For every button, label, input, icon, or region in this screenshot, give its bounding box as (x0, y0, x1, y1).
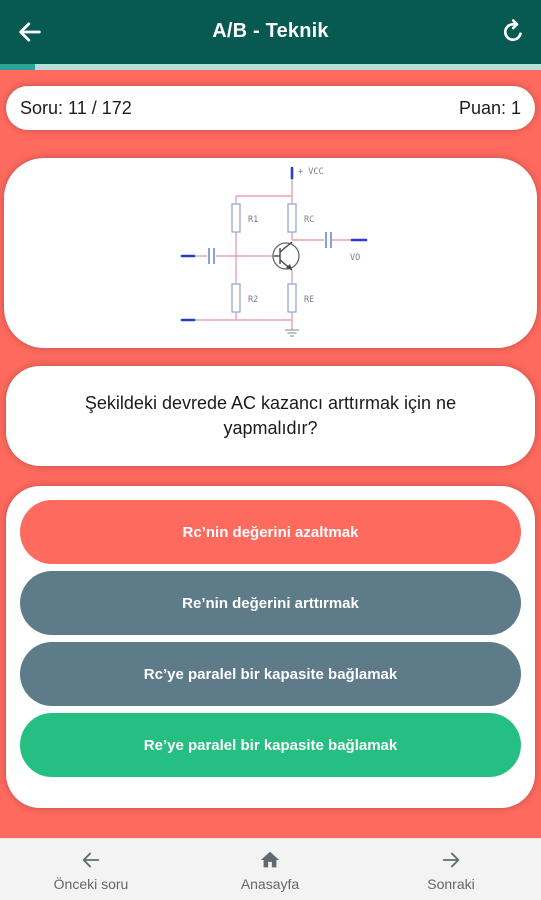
label-rc: RC (304, 215, 314, 225)
answer-label: Rc’ye paralel bir kapasite bağlamak (143, 665, 398, 683)
label-vo: VO (350, 253, 360, 263)
answer-option-4[interactable]: Re’ye paralel bir kapasite bağlamak (20, 713, 521, 777)
nav-next-question[interactable]: Sonraki (381, 839, 521, 900)
home-icon (260, 851, 280, 868)
nav-previous-question[interactable]: Önceki soru (21, 839, 161, 900)
answer-label: Re’ye paralel bir kapasite bağlamak (143, 736, 398, 754)
arrow-right-icon (442, 852, 460, 868)
refresh-icon[interactable] (499, 18, 527, 46)
back-arrow-icon[interactable] (16, 18, 44, 46)
circuit-diagram: + VCC R1 RC R2 RE VO (180, 166, 368, 337)
answer-label: Rc’nin değerini azaltmak (182, 523, 359, 541)
nav-home-label: Anasayfa (240, 876, 300, 892)
page-title: A/B - Teknik (212, 20, 329, 42)
arrow-left-icon (82, 852, 100, 868)
score-card: Soru: 11 / 172 Puan: 1 (6, 86, 535, 130)
nav-previous-label: Önceki soru (53, 876, 129, 892)
answers-card: Rc’nin değerini azaltmak Re’nin değerini… (6, 486, 535, 808)
points-counter: Puan: 1 (458, 98, 521, 118)
app-bar: A/B - Teknik (0, 0, 541, 64)
label-r2: R2 (248, 295, 258, 305)
answer-option-2[interactable]: Re’nin değerini arttırmak (20, 571, 521, 635)
question-text: Şekildeki devrede AC kazancı arttırmak i… (84, 393, 457, 438)
label-vcc: + VCC (298, 167, 324, 177)
label-re: RE (304, 295, 314, 305)
answer-option-3[interactable]: Rc’ye paralel bir kapasite bağlamak (20, 642, 521, 706)
nav-home[interactable]: Anasayfa (200, 839, 340, 900)
nav-next-label: Sonraki (427, 876, 475, 892)
question-image-card: + VCC R1 RC R2 RE VO (4, 158, 537, 348)
progress-fill (0, 64, 35, 70)
progress-bar (0, 64, 541, 70)
question-counter: Soru: 11 / 172 (20, 98, 132, 118)
answer-option-1[interactable]: Rc’nin değerini azaltmak (20, 500, 521, 564)
bottom-nav: Önceki soru Anasayfa Sonraki (0, 838, 541, 900)
question-card: Şekildeki devrede AC kazancı arttırmak i… (6, 366, 535, 466)
answer-label: Re’nin değerini arttırmak (182, 594, 359, 612)
label-r1: R1 (248, 215, 258, 225)
